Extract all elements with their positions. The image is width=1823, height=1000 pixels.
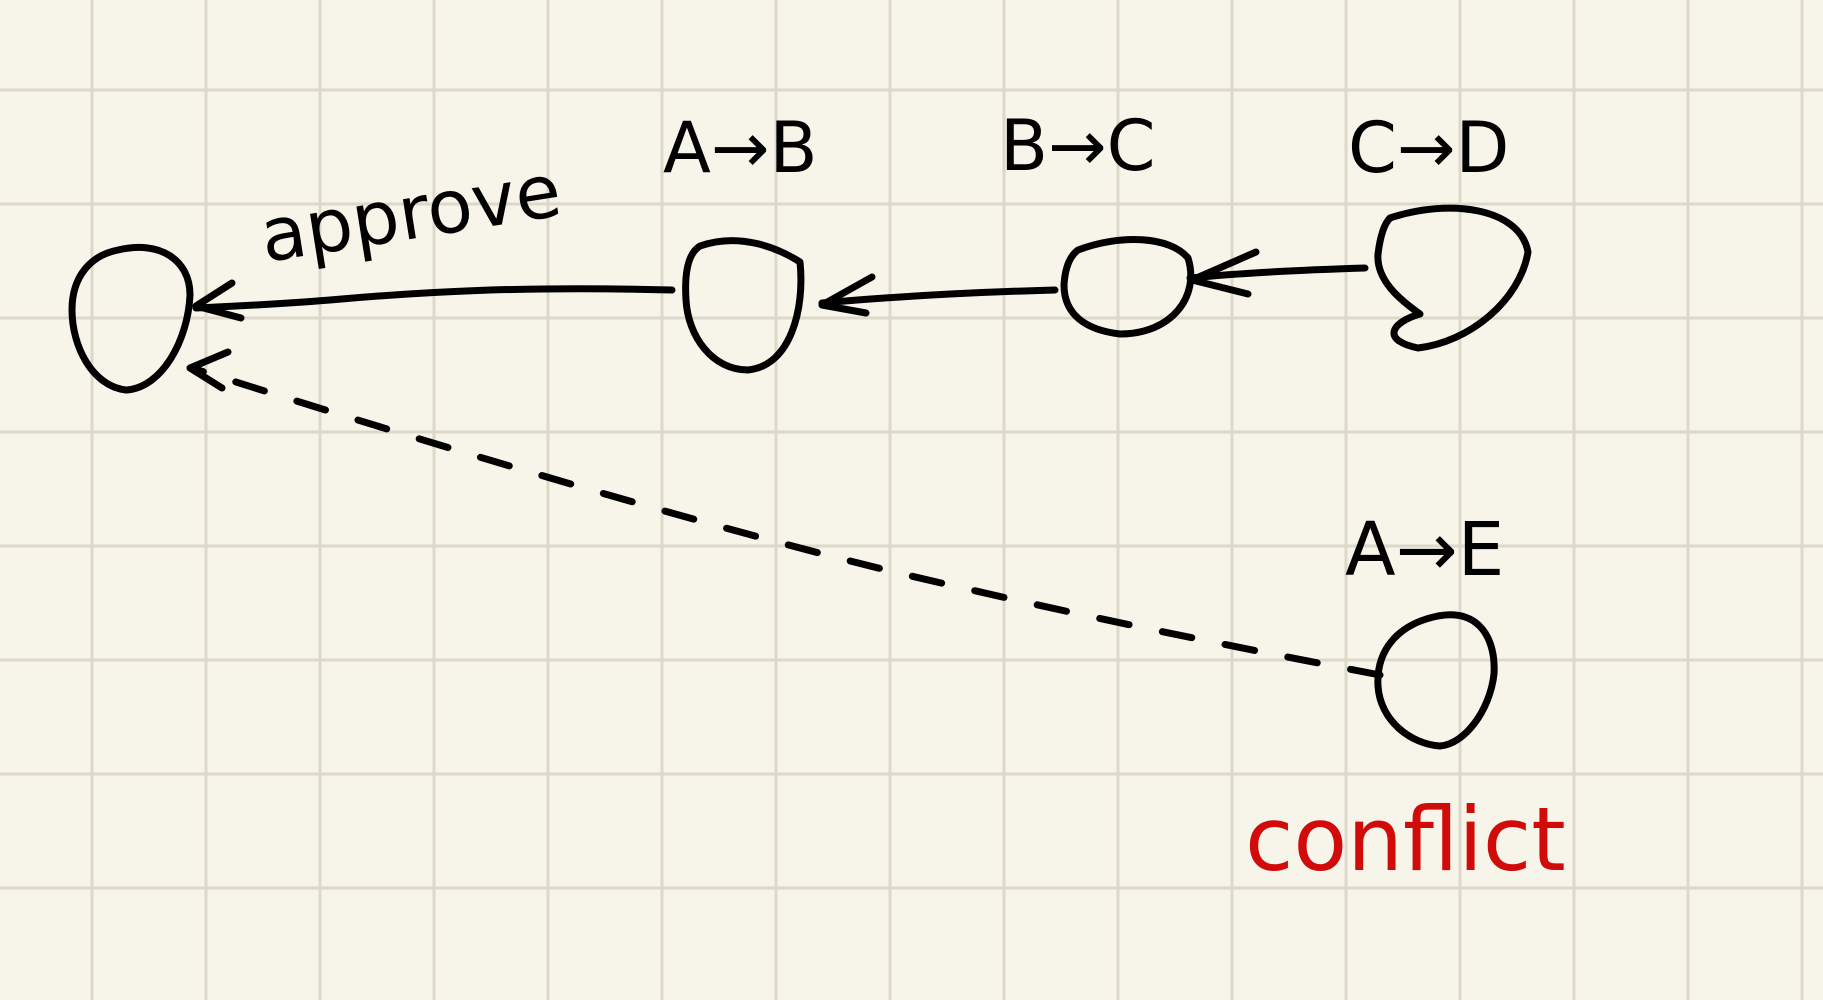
edge-line bbox=[818, 286, 1059, 307]
arrowhead bbox=[186, 348, 232, 392]
arrowhead bbox=[192, 279, 245, 322]
edge-line-dashed bbox=[194, 366, 1384, 679]
node-ae bbox=[1374, 611, 1498, 750]
node-root bbox=[68, 243, 194, 394]
arrowhead bbox=[818, 273, 876, 317]
node-bc bbox=[1060, 236, 1195, 338]
edge-label-approve: approve bbox=[254, 147, 566, 279]
node-label-ab: A→B bbox=[663, 107, 818, 189]
edge-ae-to-root bbox=[186, 348, 1384, 679]
node-label-cd: C→D bbox=[1348, 107, 1509, 189]
edge-line bbox=[192, 285, 676, 312]
node-label-ae: A→E bbox=[1345, 507, 1504, 593]
edge-bc-to-ab bbox=[818, 273, 1059, 317]
edge-ab-to-root bbox=[192, 279, 676, 322]
node-cd bbox=[1374, 204, 1532, 352]
node-ab bbox=[682, 237, 805, 374]
conflict-annotation: conflict bbox=[1245, 788, 1566, 891]
node-label-bc: B→C bbox=[1000, 105, 1156, 187]
edge-cd-to-bc bbox=[1186, 248, 1369, 298]
